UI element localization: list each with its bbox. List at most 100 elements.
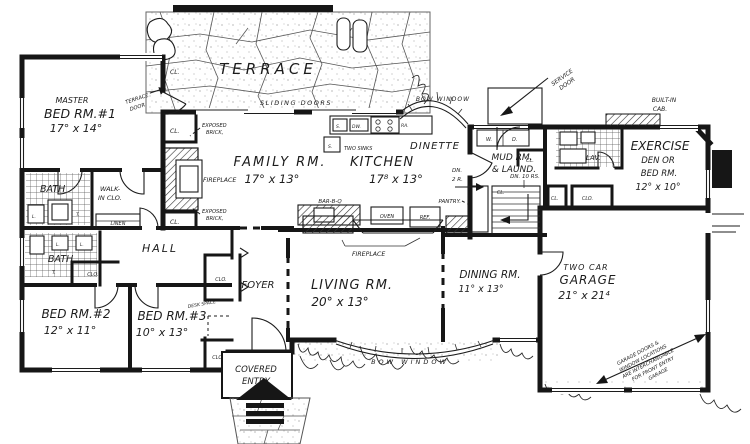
toilet bbox=[29, 235, 45, 255]
closet-label: CL. bbox=[551, 196, 559, 202]
window bbox=[18, 138, 26, 168]
closet-label: CLO. bbox=[212, 355, 223, 361]
service-door bbox=[496, 126, 521, 151]
down-label: DN. bbox=[452, 168, 462, 174]
barbq-fireplace-mass: BAR-B-Q OVEN REF. FIREPLACE bbox=[297, 199, 469, 258]
family-label: FAMILY RM. bbox=[233, 155, 326, 170]
mudroom-label-2: & LAUND. bbox=[492, 165, 536, 175]
closet-label: CL. bbox=[170, 128, 180, 135]
desk-space-label: DESK SPACE bbox=[187, 299, 216, 310]
mudroom-label-1: MUD RM. bbox=[491, 153, 532, 163]
master-terrace-closet: CL. bbox=[170, 69, 180, 76]
lav-label: LAV. bbox=[586, 154, 601, 162]
bed2-label: BED RM.#2 bbox=[41, 307, 110, 321]
closet-label: CL. bbox=[497, 190, 505, 196]
garage-door-interior bbox=[539, 251, 564, 276]
window bbox=[52, 366, 100, 374]
builtin-label-2: CAB. bbox=[653, 106, 667, 113]
desk-space: DESK SPACE bbox=[187, 299, 230, 336]
service-entry: SERVICE DOOR bbox=[487, 68, 576, 125]
family-closet-bottom: CL. bbox=[161, 210, 198, 230]
tub-label: T. bbox=[76, 212, 80, 218]
walkin-door bbox=[119, 169, 145, 195]
bed2-dims: 12° x 11° bbox=[44, 324, 97, 337]
closet-label: CL. bbox=[526, 158, 534, 164]
sink bbox=[51, 235, 69, 251]
lav-fixture-label: L. bbox=[80, 242, 84, 247]
window bbox=[18, 238, 26, 266]
built-in-cabinet: BUILT-IN CAB. bbox=[605, 97, 677, 127]
foyer-label: FOYER bbox=[242, 280, 275, 291]
bed3-door bbox=[134, 284, 159, 309]
exercise-dims: 12° x 10° bbox=[635, 182, 680, 193]
window bbox=[18, 98, 26, 128]
service-arrow bbox=[500, 106, 513, 116]
room-labels: MASTER BED RM.#1 17° x 14° FAMILY RM. 17… bbox=[41, 96, 689, 339]
exercise-label-3: BED RM. bbox=[641, 169, 677, 179]
fireplace-label: FIREPLACE bbox=[203, 177, 236, 184]
sliding-door bbox=[196, 108, 294, 116]
pantry-label: PANTRY. bbox=[439, 199, 462, 205]
living-label: LIVING RM. bbox=[311, 278, 393, 293]
exercise-label-2: DEN OR bbox=[641, 156, 675, 166]
bed3-closet-bottom: CLO. bbox=[212, 355, 223, 361]
walkin-label-1: WALK- bbox=[100, 185, 121, 193]
foyer-closet: CLO. bbox=[215, 277, 226, 283]
walk-in-closet: WALK- IN CLO. bbox=[98, 185, 122, 202]
terrace-boulders bbox=[146, 17, 368, 61]
garage-dims: 21° x 21⁴ bbox=[558, 289, 610, 302]
master-label-1: MASTER bbox=[56, 96, 89, 105]
terrace-door bbox=[162, 91, 187, 115]
exposed-brick-note-bottom: EXPOSED BRICK, bbox=[191, 207, 227, 222]
dinette-label: DINETTE bbox=[410, 141, 460, 152]
mudroom-fixtures: W. D. CL. DN. 2 R. bbox=[452, 129, 547, 191]
entry-walk bbox=[229, 378, 311, 444]
exposed-brick-note-top: EXPOSED BRICK, bbox=[189, 123, 227, 137]
windows bbox=[18, 53, 712, 394]
lav-fixture-label: L. bbox=[56, 242, 60, 247]
master-dims: 17° x 14° bbox=[50, 122, 103, 135]
bath-2: BATH L. L. T. bbox=[25, 233, 97, 277]
closet-label: CLO. bbox=[87, 272, 98, 278]
entry-label-2: ENTRY bbox=[242, 377, 271, 387]
terrace-plant bbox=[411, 74, 429, 105]
walkin-label-2: IN CLO. bbox=[98, 194, 122, 202]
master-door bbox=[139, 207, 159, 229]
bow-window-bottom-label: BOW WINDOW bbox=[371, 358, 449, 366]
family-fireplace: FIREPLACE bbox=[163, 147, 236, 211]
terrace-paving bbox=[145, 11, 431, 114]
barbq-label: BAR-B-Q bbox=[318, 199, 342, 205]
stairs: CL. DN. 10 RS. bbox=[491, 174, 541, 235]
sink-label: S. bbox=[328, 144, 332, 150]
closet-label: CL. bbox=[170, 69, 180, 76]
entry-label-1: COVERED bbox=[235, 365, 277, 375]
linen-closet: LINEN bbox=[95, 213, 141, 230]
garage-door bbox=[552, 386, 624, 394]
window bbox=[660, 123, 698, 131]
closet-label: CLO. bbox=[582, 196, 593, 202]
bed2-closet: CLO. bbox=[70, 260, 120, 287]
exposed-label-2: BRICK, bbox=[206, 216, 223, 222]
refrigerator-box bbox=[409, 206, 441, 228]
fireplace-label: FIREPLACE bbox=[352, 251, 385, 258]
sliding-doors-label: SLIDING DOORS bbox=[260, 99, 332, 107]
window bbox=[500, 336, 536, 344]
front-door bbox=[251, 317, 287, 353]
bath-1: BATH L. T. bbox=[26, 173, 90, 225]
lavatory: LAV. bbox=[556, 129, 620, 167]
bow-window-top: BOW WINDOW bbox=[397, 91, 469, 129]
entry-arrow bbox=[236, 378, 292, 400]
tub-label: T. bbox=[52, 270, 56, 276]
mudroom-door bbox=[469, 151, 493, 179]
hall-closets-right: CL. CLO. bbox=[546, 184, 614, 210]
exposed-label-2: BRICK, bbox=[206, 130, 223, 136]
washer-label: W. bbox=[486, 137, 492, 143]
oven-label: OVEN bbox=[380, 214, 395, 220]
family-closet-top: CL. bbox=[161, 114, 198, 144]
dryer-label: D. bbox=[512, 137, 517, 143]
ref-label: REF. bbox=[420, 215, 430, 221]
garage-side-door bbox=[704, 213, 744, 233]
window bbox=[120, 53, 162, 61]
builtin-label-1: BUILT-IN bbox=[652, 97, 677, 104]
